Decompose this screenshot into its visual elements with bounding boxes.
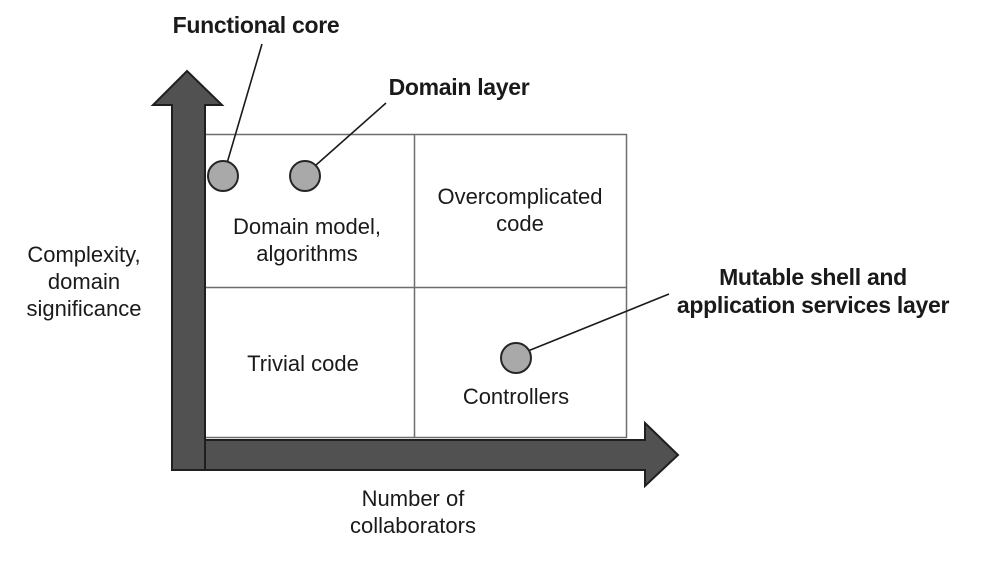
y-axis-label: Complexity, domain significance [27,241,142,322]
domain-layer-callout-line [306,102,387,174]
mutable-shell-label-line2: application services layer [676,292,950,318]
y-axis-label-line3: significance [26,296,142,321]
x-axis-label: Number of collaborators [350,485,476,539]
y-axis-label-line1: Complexity, [27,242,141,267]
domain-layer-label: Domain layer [388,74,530,100]
y-axis-arrow [150,69,225,471]
y-axis-label-line2: domain [47,269,121,294]
domain-layer-dot [289,160,321,192]
x-axis-arrow [171,420,680,489]
quadrant-top-left-label-line1: Domain model, [233,214,381,239]
mutable-shell-label: Mutable shell and application services l… [677,263,949,319]
functional-core-callout-line [224,43,263,171]
mutable-shell-callout-line [517,293,670,356]
quadrant-bottom-left-label: Trivial code [247,351,359,376]
quadrant-top-left-label: Domain model, algorithms [233,213,381,267]
mutable-shell-dot [500,342,532,374]
mutable-shell-label-line1: Mutable shell and [719,264,907,290]
quadrant-top-right-label-line2: code [496,211,544,236]
quadrant-bottom-right-label: Controllers [462,384,570,409]
functional-core-dot [207,160,239,192]
quadrant-top-right-label-line1: Overcomplicated [437,184,603,209]
quadrant-top-left-label-line2: algorithms [256,241,358,266]
x-axis-label-line2: collaborators [350,513,476,538]
x-axis-label-line1: Number of [361,486,465,511]
functional-core-label: Functional core [172,12,340,38]
quadrant-top-right-label: Overcomplicated code [437,183,602,237]
